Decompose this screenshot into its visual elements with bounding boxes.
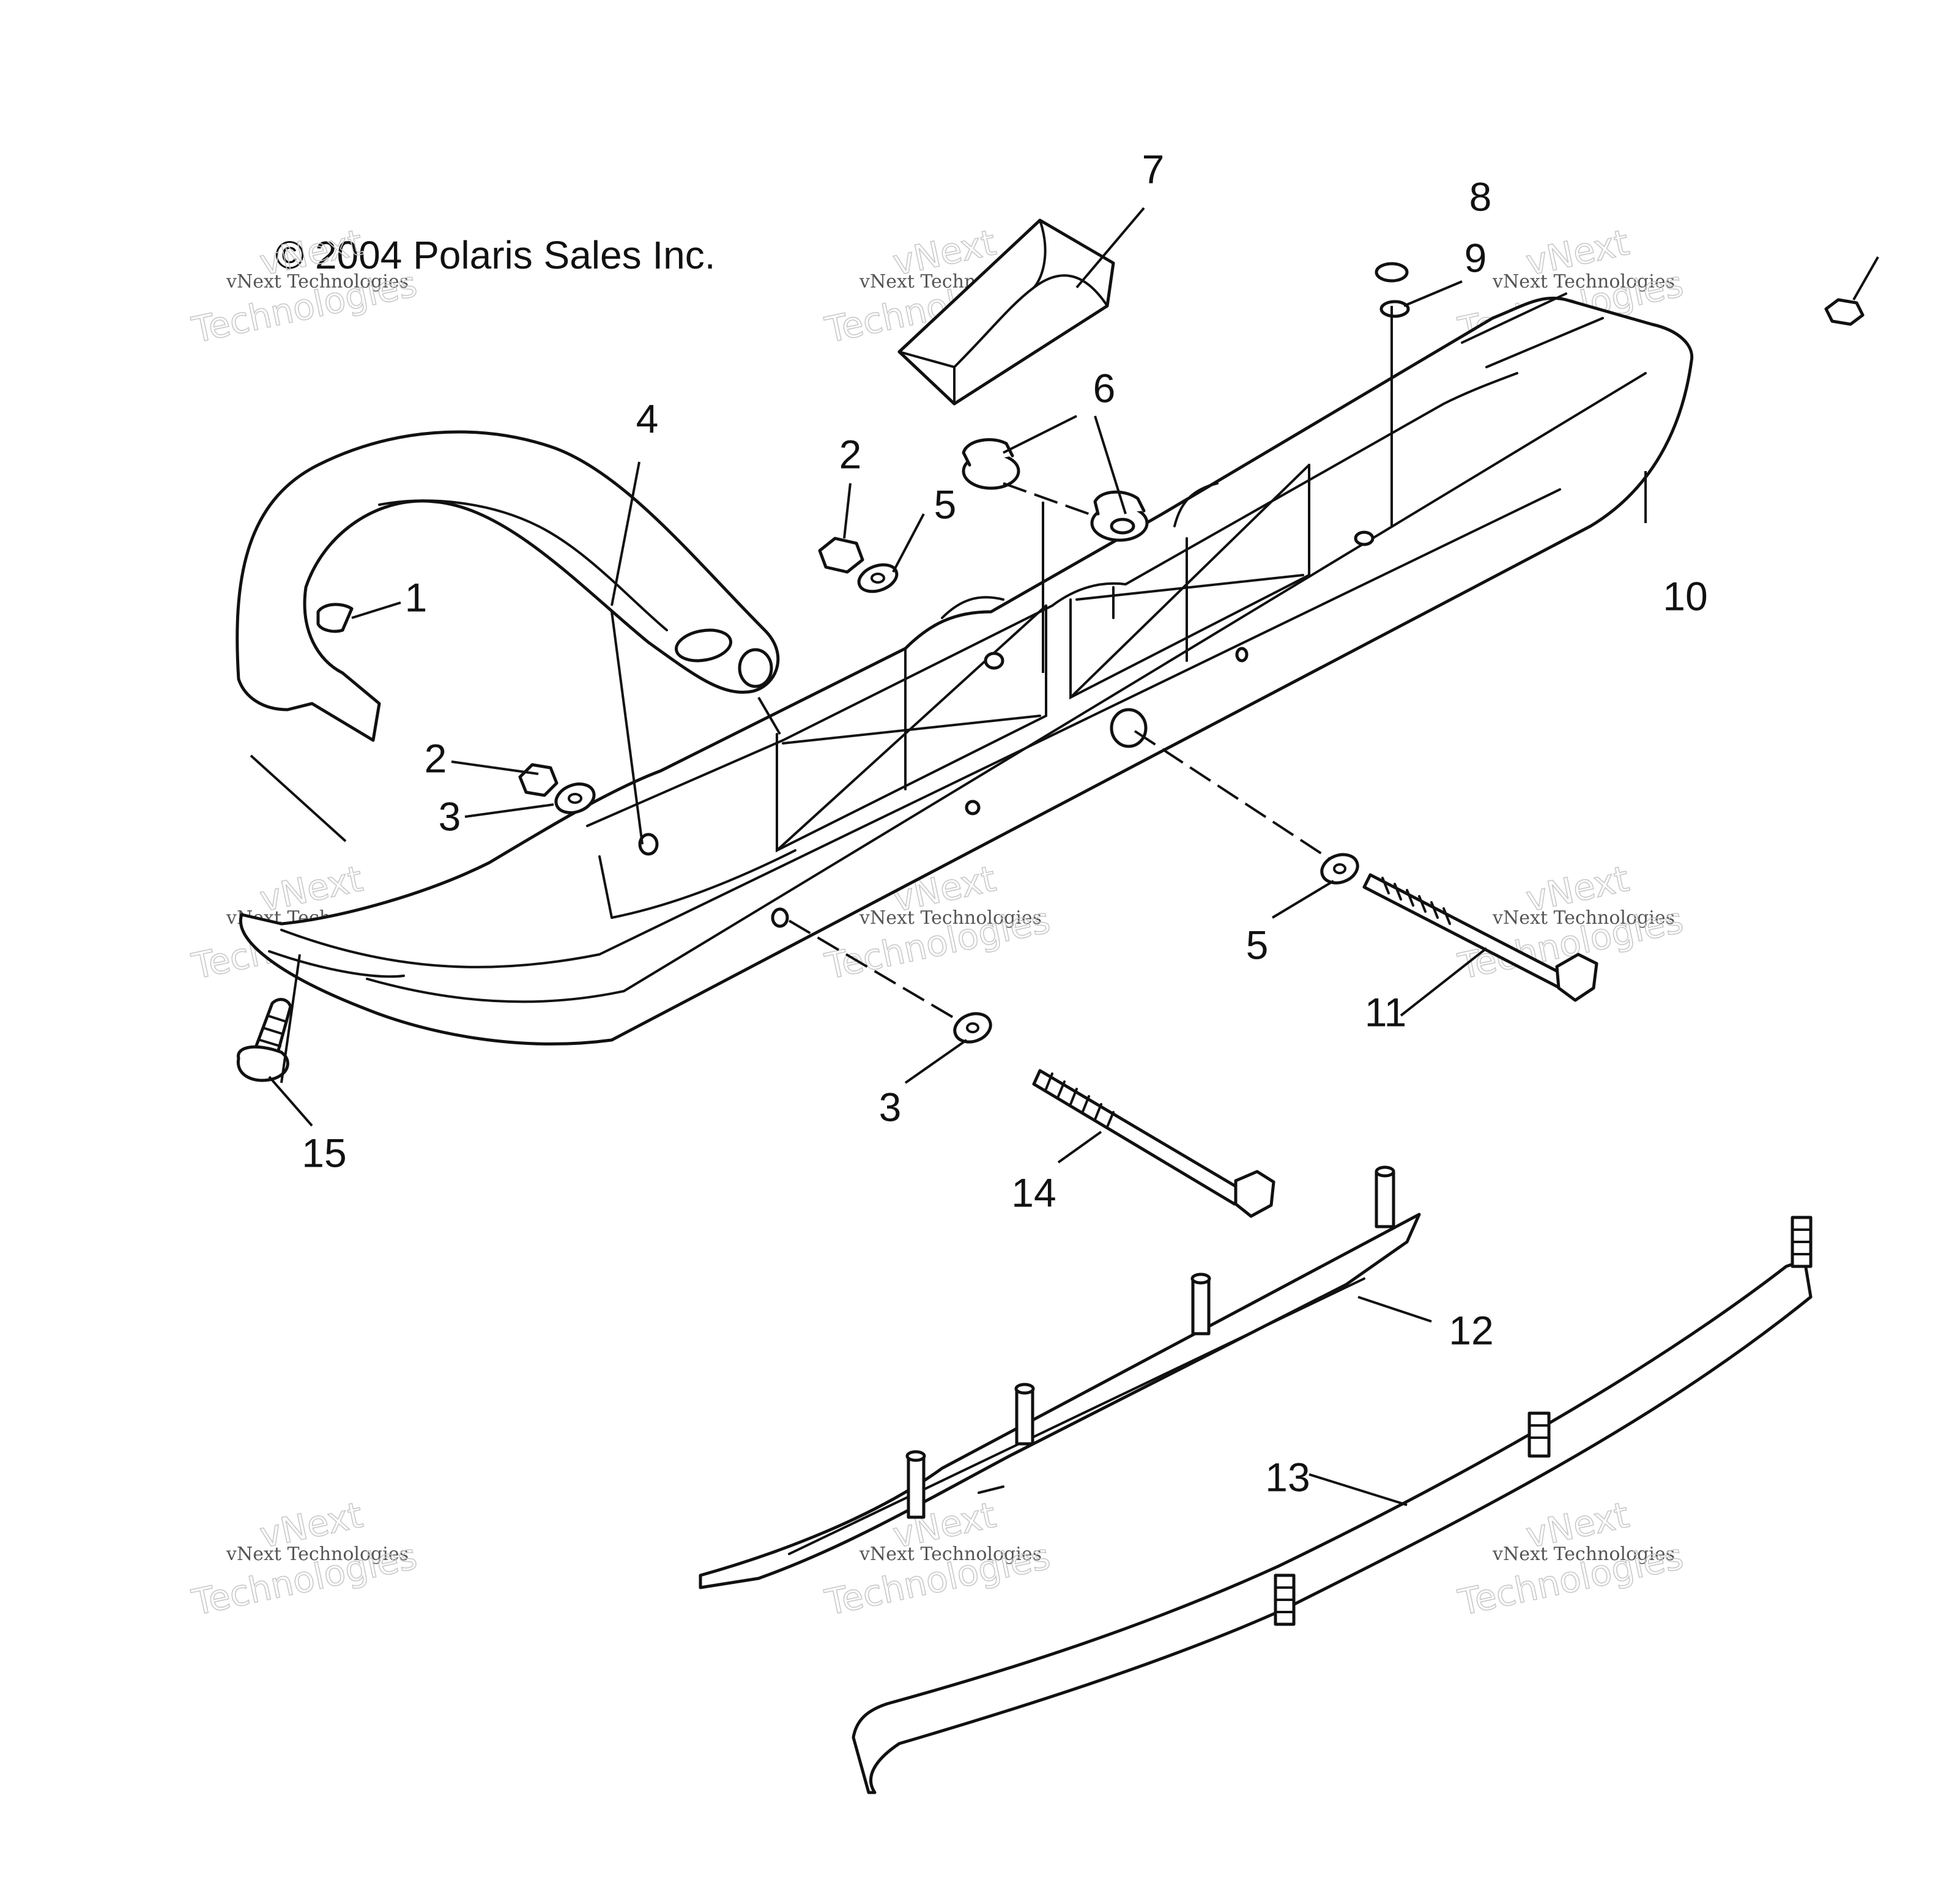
callout-9: 9 — [1464, 235, 1487, 280]
callout-3: 3 — [439, 793, 461, 839]
callout-12: 12 — [1449, 1307, 1493, 1353]
watermark: vNext Technologies vNext Technologies — [188, 221, 421, 352]
stud-bolt — [236, 998, 292, 1082]
bushings — [962, 438, 1149, 542]
copyright-notice: © 2004 Polaris Sales Inc. — [275, 233, 716, 277]
ski-skeg — [852, 1216, 1813, 1794]
nut-and-washer-rear — [1375, 262, 1865, 326]
watermark-text: vNext Technologies — [226, 271, 409, 292]
callout-2: 2 — [425, 735, 447, 781]
callout-labels: 1 2 2 3 3 4 5 5 6 7 8 9 10 11 12 13 14 1… — [302, 146, 1707, 1499]
wear-bar — [699, 1165, 1421, 1589]
callout-3: 3 — [879, 1084, 902, 1129]
fasteners-front — [518, 537, 1359, 1044]
bolt-long-rear — [1362, 873, 1598, 1002]
saddle — [897, 218, 1115, 406]
watermark: vNext Technologies vNext Technologies — [1454, 1493, 1687, 1624]
watermark-text: vNext Technologies — [1492, 271, 1675, 292]
watermark: vNext Technologies vNext Technologies — [188, 1493, 421, 1624]
assembly-lines — [250, 306, 1393, 1083]
callout-1: 1 — [405, 574, 428, 620]
watermark-text: vNext Technologies — [1492, 907, 1675, 929]
callout-15: 15 — [302, 1130, 346, 1175]
callout-5: 5 — [1246, 922, 1269, 967]
callout-14: 14 — [1011, 1170, 1056, 1215]
clip — [316, 603, 354, 633]
ski-body — [239, 292, 1694, 1046]
watermark-text: vNext Technologies — [1492, 1544, 1675, 1565]
callout-4: 4 — [636, 396, 659, 441]
callout-10: 10 — [1663, 573, 1707, 619]
callout-leaders — [268, 207, 1879, 1506]
callout-5: 5 — [934, 481, 957, 527]
callout-13: 13 — [1265, 1454, 1310, 1499]
callout-7: 7 — [1142, 146, 1165, 191]
callout-6: 6 — [1093, 365, 1116, 411]
watermark-text: vNext Technologies — [859, 907, 1042, 929]
bolt-long-front — [1032, 1069, 1275, 1218]
watermark-text: vNext Technologies — [859, 1544, 1042, 1565]
watermark-text: vNext Technologies — [226, 1544, 409, 1565]
callout-11: 11 — [1365, 989, 1407, 1035]
watermark: vNext Technologies vNext Technologies — [821, 1493, 1054, 1624]
ski-loop — [236, 430, 780, 742]
callout-8: 8 — [1469, 174, 1492, 219]
callout-2: 2 — [839, 431, 862, 477]
